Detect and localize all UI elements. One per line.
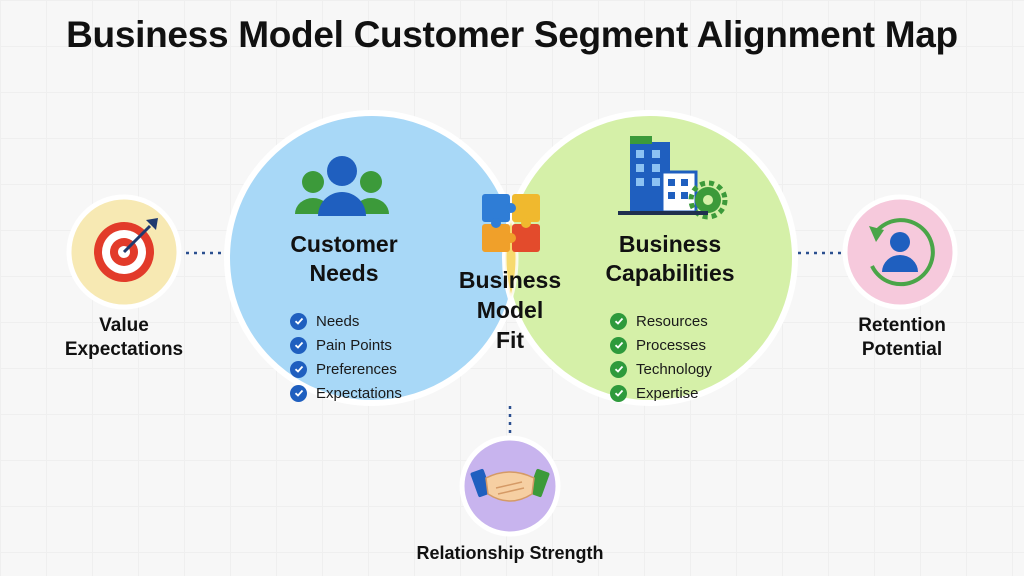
- check-icon: [290, 360, 307, 378]
- page-title: Business Model Customer Segment Alignmen…: [66, 14, 958, 55]
- fit-line3: Fit: [495, 326, 525, 353]
- building-gear-icon: [618, 136, 728, 220]
- handshake-icon: [470, 468, 550, 502]
- list-item: Processes: [610, 333, 712, 357]
- business-capabilities-title: Business Capabilities: [582, 230, 758, 288]
- value-label-line2: Expectations: [64, 338, 184, 360]
- customer-needs-title-line1: Customer: [290, 231, 398, 257]
- puzzle-icon: [482, 194, 540, 252]
- list-item-label: Expertise: [636, 384, 699, 402]
- list-item: Technology: [610, 357, 712, 381]
- check-icon: [610, 336, 627, 354]
- retention-potential-node: [842, 194, 958, 310]
- business-model-fit-title: Business Model Fit: [440, 266, 580, 356]
- list-item: Needs: [290, 309, 402, 333]
- check-icon: [290, 384, 307, 402]
- list-item-label: Processes: [636, 336, 707, 354]
- value-expectations-node: [66, 194, 182, 310]
- list-item-label: Technology: [636, 360, 712, 378]
- check-icon: [290, 312, 307, 330]
- list-item-label: Preferences: [316, 360, 397, 378]
- relationship-strength-label: Relationship Strength: [416, 543, 604, 563]
- check-icon: [610, 312, 627, 330]
- list-item-label: Pain Points: [316, 336, 392, 354]
- relationship-strength-node: [459, 435, 561, 537]
- list-item: Resources: [610, 309, 712, 333]
- retention-label-line1: Retention: [858, 315, 946, 336]
- retention-potential-label: Retention Potential: [824, 314, 980, 362]
- retention-label-line2: Potential: [861, 338, 943, 360]
- list-item: Preferences: [290, 357, 402, 381]
- list-item-label: Expectations: [316, 384, 402, 402]
- customer-needs-list: Needs Pain Points Preferences Expectatio…: [290, 309, 402, 405]
- business-capabilities-title-line1: Business: [618, 231, 722, 257]
- customer-needs-title: Customer Needs: [262, 230, 426, 288]
- business-capabilities-list: Resources Processes Technology Expertise: [610, 309, 712, 405]
- customer-needs-title-line2: Needs: [309, 259, 379, 286]
- value-expectations-label: Value Expectations: [44, 314, 204, 362]
- business-capabilities-title-line2: Capabilities: [605, 259, 735, 286]
- list-item: Pain Points: [290, 333, 402, 357]
- person-cycle-icon: [869, 218, 935, 287]
- check-icon: [290, 336, 307, 354]
- fit-line2: Model: [476, 296, 544, 323]
- list-item: Expertise: [610, 381, 712, 405]
- list-item-label: Needs: [316, 312, 360, 330]
- value-label-line1: Value: [99, 315, 149, 336]
- list-item-label: Resources: [636, 312, 708, 330]
- people-group-icon: [295, 156, 389, 216]
- fit-line1: Business: [458, 267, 562, 293]
- list-item: Expectations: [290, 381, 402, 405]
- check-icon: [610, 384, 627, 402]
- target-arrow-icon: [94, 218, 158, 282]
- check-icon: [610, 360, 627, 378]
